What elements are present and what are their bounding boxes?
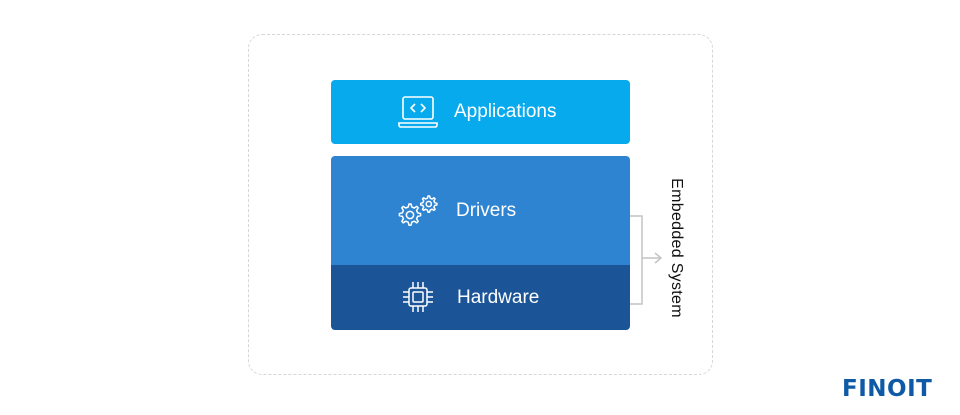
drivers-layer: Drivers <box>331 156 630 265</box>
laptop-code-icon <box>398 96 438 128</box>
finoit-logo: FINOIT <box>842 376 932 402</box>
hardware-label: Hardware <box>457 286 540 308</box>
group-bracket <box>630 215 663 305</box>
embedded-system-label: Embedded System <box>668 178 685 318</box>
gears-icon <box>398 195 438 226</box>
hardware-layer: Hardware <box>331 265 630 330</box>
applications-layer: Applications <box>331 80 630 144</box>
brand-name: FINOIT <box>842 376 933 402</box>
applications-label: Applications <box>454 101 557 122</box>
diagram-frame <box>248 34 713 375</box>
chip-icon <box>403 282 433 312</box>
drivers-label: Drivers <box>456 199 517 221</box>
